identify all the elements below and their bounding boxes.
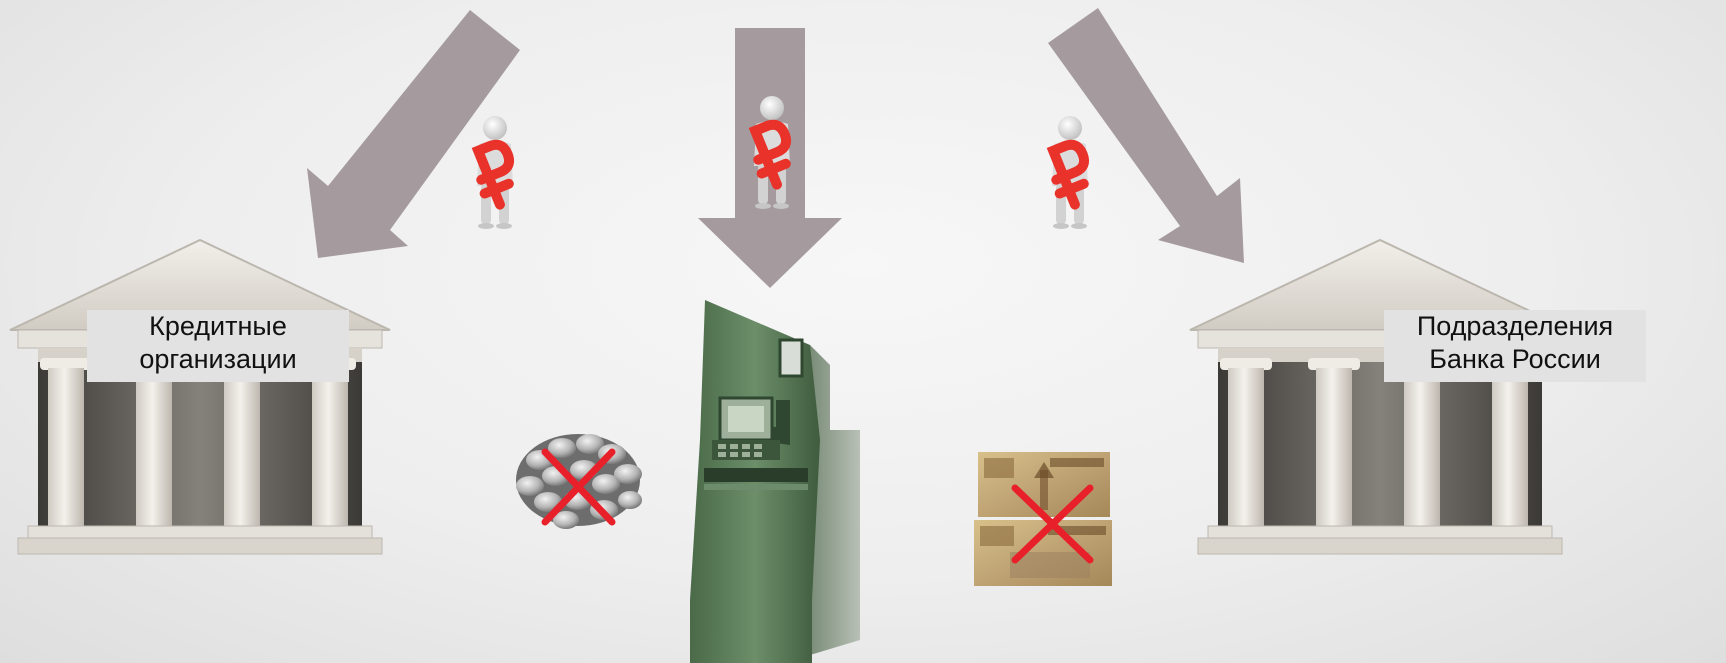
credit-organizations-label-line2: организации	[87, 343, 349, 376]
bank-of-russia-divisions-label: Подразделения Банка России	[1384, 310, 1646, 382]
credit-organizations-label-line1: Кредитные	[87, 310, 349, 343]
bank-building-icon	[10, 240, 390, 554]
person-holding-ruble-icon	[469, 116, 524, 229]
credit-organizations-label: Кредитные организации	[87, 310, 349, 382]
atm-icon	[690, 300, 860, 663]
person-holding-ruble-icon	[1044, 116, 1099, 229]
bank-of-russia-label-line1: Подразделения	[1384, 310, 1646, 343]
bank-building-icon	[1190, 240, 1570, 554]
bank-of-russia-label-line2: Банка России	[1384, 343, 1646, 376]
